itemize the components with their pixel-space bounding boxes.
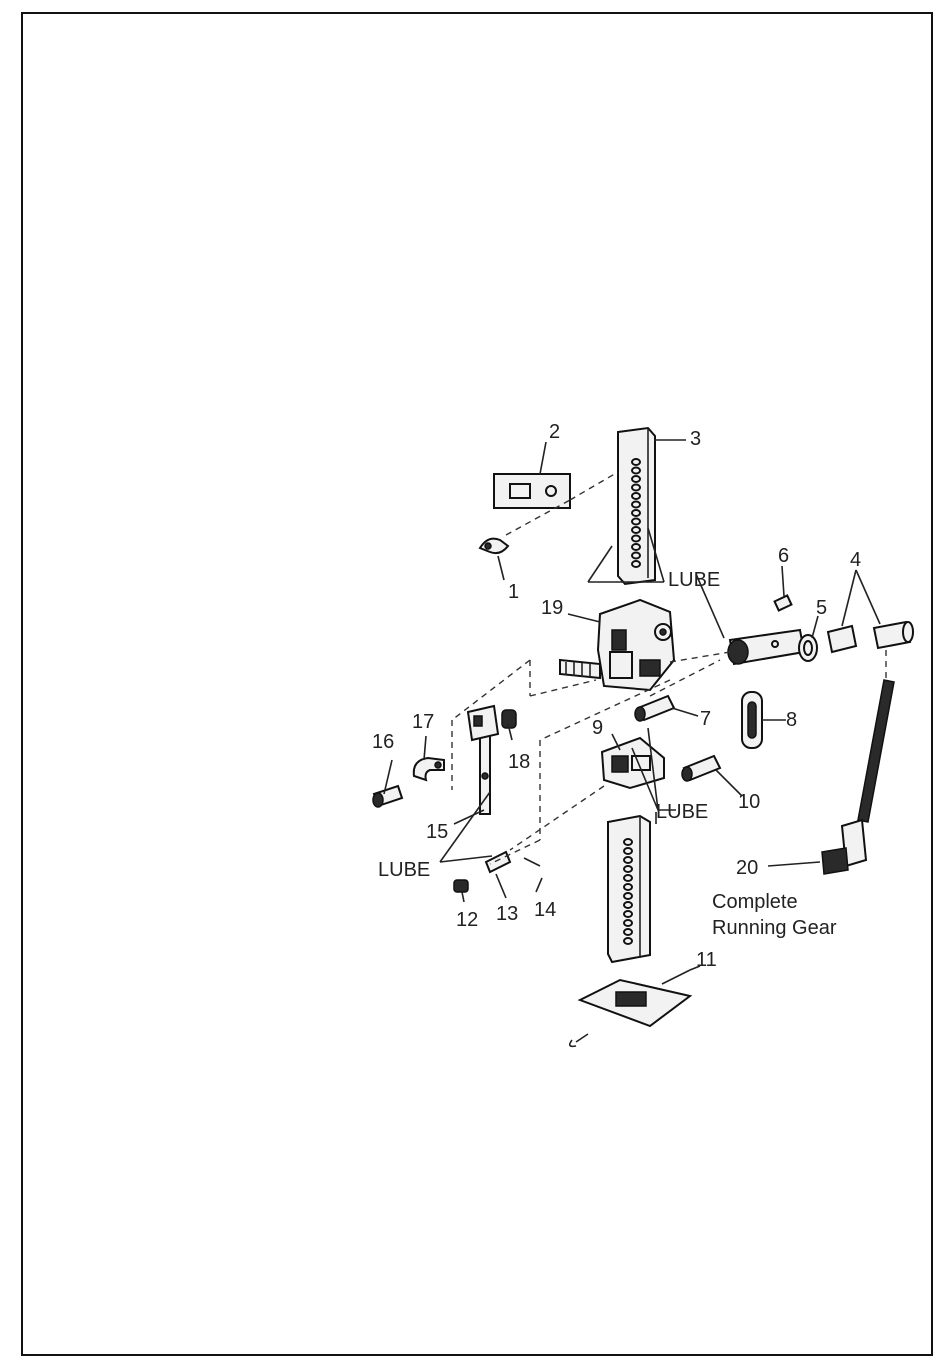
tube-hole [624, 884, 632, 890]
u-bracket-part [414, 758, 444, 780]
bolt-10-part [682, 756, 720, 781]
pin-13-part [486, 852, 510, 872]
tube-hole [632, 561, 640, 567]
tube-hole [632, 553, 640, 559]
jack-housing-part [598, 600, 674, 690]
tube-hole [624, 929, 632, 935]
lube-label-top: LUBE [668, 569, 720, 591]
upper-tube-part [618, 428, 655, 584]
tube-hole [632, 485, 640, 491]
tube-hole [624, 893, 632, 899]
foot-plate-part [570, 980, 690, 1046]
part-label-14: 14 [534, 899, 556, 921]
tube-hole [632, 476, 640, 482]
tube-hole [632, 510, 640, 516]
tube-hole [624, 875, 632, 881]
tube-hole [624, 920, 632, 926]
tube-hole [632, 493, 640, 499]
part-label-15: 15 [426, 821, 448, 843]
part-label-20: 20 [736, 857, 758, 879]
part-label-12: 12 [456, 909, 478, 931]
tube-hole [624, 902, 632, 908]
part-label-8: 8 [786, 709, 797, 731]
part-label-19: 19 [541, 597, 563, 619]
lube-label-left: LUBE [378, 859, 430, 881]
top-plate-part [494, 474, 570, 508]
tube-hole [632, 527, 640, 533]
part-label-11: 11 [696, 949, 717, 971]
tube-hole [624, 866, 632, 872]
part-label-2: 2 [549, 421, 560, 443]
lube-label-middle: LUBE [656, 801, 708, 823]
handle-rod-part [468, 706, 498, 814]
tube-hole [632, 502, 640, 508]
small-pin-part [775, 596, 792, 611]
part-label-16: 16 [372, 731, 394, 753]
tube-hole [632, 536, 640, 542]
tube-hole [632, 519, 640, 525]
tube-hole [624, 839, 632, 845]
washer-part [799, 635, 817, 661]
caption-line-1: Complete [712, 891, 798, 913]
clip-part [480, 539, 508, 554]
part-label-10: 10 [738, 791, 760, 813]
tube-hole [624, 938, 632, 944]
part-label-6: 6 [778, 545, 789, 567]
caption-line-2: Running Gear [712, 917, 837, 939]
axle-part [728, 630, 804, 664]
tube-hole [624, 848, 632, 854]
running-gear-rod-part [822, 680, 894, 874]
tube-hole [632, 459, 640, 465]
rack-part [560, 660, 600, 678]
part-label-1: 1 [508, 581, 519, 603]
bushing-parts [828, 622, 913, 652]
part-label-4: 4 [850, 549, 861, 571]
tube-hole [624, 911, 632, 917]
part-label-7: 7 [700, 708, 711, 730]
bolt-16-part [373, 786, 402, 807]
part-label-9: 9 [592, 717, 603, 739]
tube-hole [632, 544, 640, 550]
tube-hole [632, 468, 640, 474]
nut-12-part [454, 880, 468, 892]
part-label-18: 18 [508, 751, 530, 773]
link-plate-part [742, 692, 762, 748]
lower-tube-part [608, 816, 650, 962]
part-label-3: 3 [690, 428, 701, 450]
part-label-13: 13 [496, 903, 518, 925]
bolt-7-part [635, 696, 674, 721]
part-label-5: 5 [816, 597, 827, 619]
part-label-17: 17 [412, 711, 434, 733]
tube-hole [624, 857, 632, 863]
